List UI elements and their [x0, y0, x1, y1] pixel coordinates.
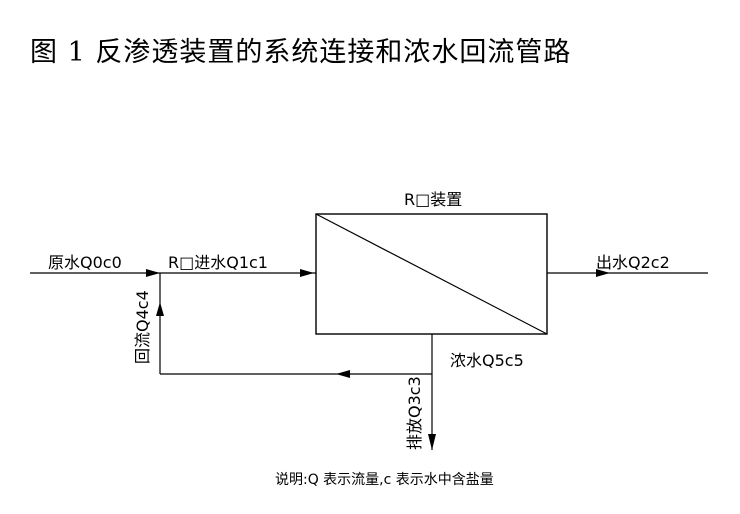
recycle-vertical-arrow: [156, 302, 164, 316]
diagram-title: 图 1 反渗透装置的系统连接和浓水回流管路: [30, 37, 572, 68]
raw-water-arrow: [146, 269, 160, 277]
raw-water-label: 原水Q0c0: [48, 253, 122, 272]
ro-inlet-label: R□进水Q1c1: [168, 253, 268, 272]
discharge-arrow: [428, 434, 436, 450]
membrane-diagonal: [315, 213, 548, 335]
product-arrow: [596, 269, 610, 277]
ro-inlet-arrow: [300, 269, 314, 277]
legend-note: 说明:Q 表示流量,c 表示水中含盐量: [275, 472, 494, 488]
recycle-label: 回流Q4c4: [133, 290, 152, 364]
product-water-label: 出水Q2c2: [596, 253, 670, 272]
ro-device-label: R□装置: [404, 190, 462, 209]
concentrate-label: 浓水Q5c5: [450, 351, 524, 370]
recycle-horizontal-arrow: [336, 370, 350, 378]
discharge-label: 排放Q3c3: [405, 376, 424, 450]
